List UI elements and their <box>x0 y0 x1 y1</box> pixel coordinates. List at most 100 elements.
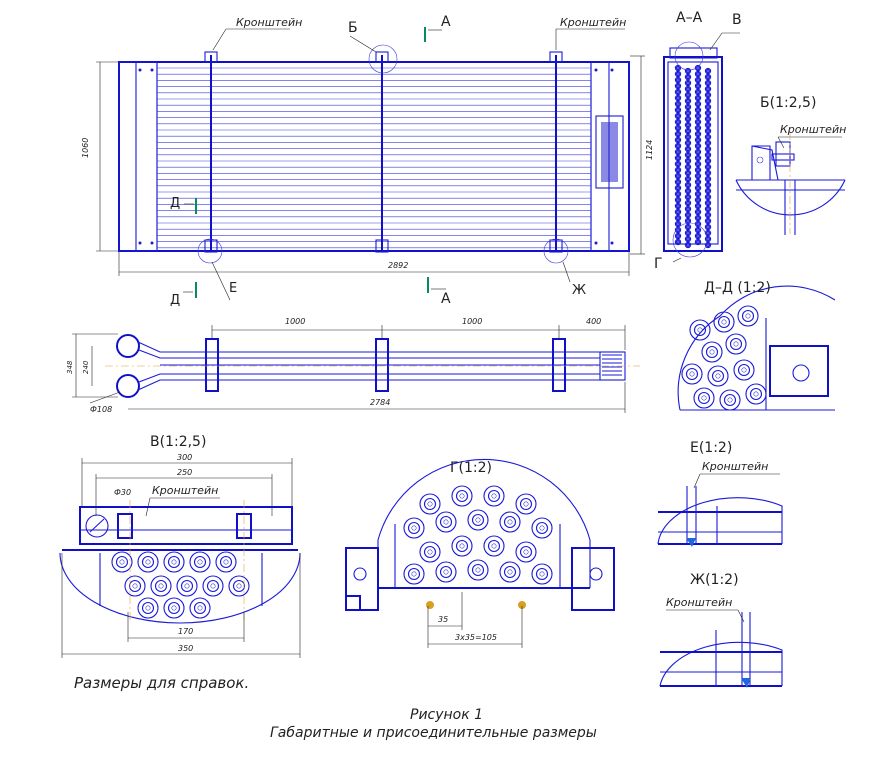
tube-core <box>697 181 699 183</box>
tube-inner <box>676 174 680 178</box>
tube-inner <box>696 108 700 112</box>
tube-outer <box>435 561 457 583</box>
tube-core <box>677 187 679 189</box>
tube-inner <box>676 96 680 100</box>
tube-outer <box>674 154 682 162</box>
tube-outer <box>694 64 702 72</box>
tube-inner <box>676 126 680 130</box>
detail-e-title: Е(1:2) <box>690 440 732 456</box>
tube-outer <box>694 208 702 216</box>
tube-core <box>677 79 679 81</box>
tube-outer <box>137 597 159 619</box>
tube-inner <box>676 186 680 190</box>
label-a-bottom: А <box>441 291 451 307</box>
tube-core <box>687 244 689 246</box>
tube-core <box>697 127 699 129</box>
tube-core <box>687 118 689 120</box>
tube-outer <box>137 551 159 573</box>
tube-core <box>687 172 689 174</box>
tube-core <box>697 97 699 99</box>
tube-core <box>677 181 679 183</box>
tube-core <box>687 112 689 114</box>
tube-core <box>523 501 529 507</box>
tube-core <box>715 373 721 379</box>
tube-inner <box>167 601 181 615</box>
tube-outer <box>694 214 702 222</box>
tube-outer <box>725 333 747 355</box>
tube-inner <box>706 93 710 97</box>
tube-inner <box>676 168 680 172</box>
tube-inner <box>706 111 710 115</box>
tube-inner <box>676 156 680 160</box>
tube-outer <box>674 124 682 132</box>
tube-inner <box>535 521 549 535</box>
tube-inner <box>693 323 707 337</box>
tube-outer <box>704 175 712 183</box>
tube-outer <box>674 172 682 180</box>
tube-core <box>158 583 164 589</box>
tube-inner <box>686 111 690 115</box>
tube-core <box>677 169 679 171</box>
tube-core <box>687 190 689 192</box>
tube-core <box>677 163 679 165</box>
tube-outer <box>684 199 692 207</box>
dim-dia108: Ф108 <box>90 405 112 414</box>
tube-core <box>687 124 689 126</box>
tube-outer <box>704 235 712 243</box>
tube-inner <box>706 195 710 199</box>
tube-outer <box>704 241 712 249</box>
tube-inner <box>206 579 220 593</box>
tube-outer <box>694 70 702 78</box>
tube-outer <box>704 109 712 117</box>
tube-core <box>701 395 707 401</box>
tube-outer <box>674 166 682 174</box>
tube-outer <box>694 202 702 210</box>
tube-outer <box>684 103 692 111</box>
tube-inner <box>676 144 680 148</box>
tube-outer <box>674 202 682 210</box>
detail-g-title: Г(1:2) <box>450 460 492 476</box>
tube-outer <box>684 193 692 201</box>
tube-core <box>677 91 679 93</box>
tube-core <box>677 121 679 123</box>
tube-outer <box>684 127 692 135</box>
dim-240: 240 <box>82 360 90 374</box>
tube-core <box>119 559 125 565</box>
tube-outer <box>499 561 521 583</box>
tube-inner <box>706 177 710 181</box>
tube-core <box>741 367 747 373</box>
dim-170: 170 <box>178 627 193 636</box>
tube-inner <box>503 515 517 529</box>
tube-inner <box>741 309 755 323</box>
tube-core <box>707 202 709 204</box>
tube-outer <box>704 79 712 87</box>
tube-outer <box>684 97 692 105</box>
tube-inner <box>696 102 700 106</box>
tube-inner <box>706 219 710 223</box>
tube-core <box>459 493 465 499</box>
section-dd-title: Д–Д (1:2) <box>704 280 771 296</box>
tube-inner <box>407 521 421 535</box>
tube-outer <box>228 575 250 597</box>
tube-outer <box>215 551 237 573</box>
tube-core <box>697 103 699 105</box>
tube-outer <box>435 511 457 533</box>
bracket-label-v: Кронштейн <box>152 484 218 497</box>
tube-outer <box>684 217 692 225</box>
tube-inner <box>686 219 690 223</box>
tube-inner <box>686 225 690 229</box>
tube-core <box>475 567 481 573</box>
tube-inner <box>696 204 700 208</box>
tube-inner <box>696 216 700 220</box>
tube-inner <box>696 72 700 76</box>
tube-inner <box>686 69 690 73</box>
tube-inner <box>696 78 700 82</box>
tube-inner <box>686 165 690 169</box>
tube-inner <box>706 123 710 127</box>
tube-outer <box>111 551 133 573</box>
tube-core <box>697 229 699 231</box>
tube-outer <box>713 311 735 333</box>
detail-v-view <box>59 500 301 624</box>
detail-e-view <box>657 473 783 547</box>
